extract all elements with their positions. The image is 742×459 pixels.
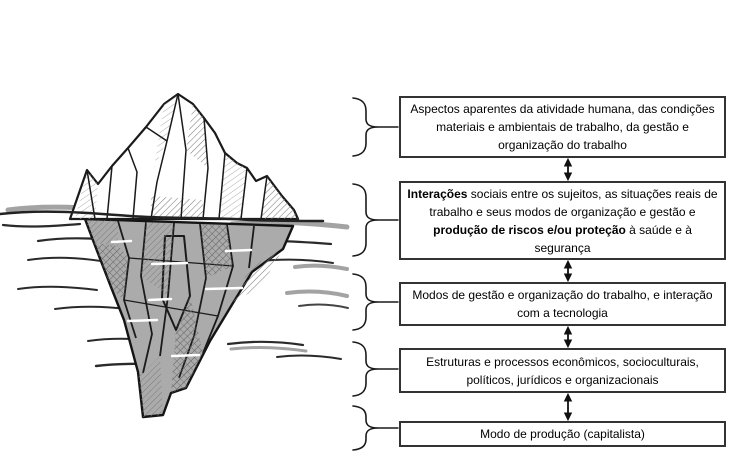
double-arrow	[563, 157, 573, 182]
box-text: Interações sociais entre os sujeitos, as…	[406, 185, 719, 257]
box-modos-de-gestao: Modos de gestão e organização do trabalh…	[399, 282, 726, 326]
box-modo-de-producao: Modo de produção (capitalista)	[399, 421, 726, 447]
text-segment: à saúde e à segurança	[534, 222, 692, 255]
box-interacoes-sociais: Interações sociais entre os sujeitos, as…	[399, 181, 726, 260]
text-segment: sociais entre os sujeitos, as situações …	[429, 186, 718, 219]
braces	[352, 97, 399, 451]
brace-1	[352, 97, 379, 157]
box-text: Aspectos aparentes da atividade humana, …	[410, 102, 715, 152]
brace-5	[352, 405, 379, 451]
brace-connectors	[377, 126, 399, 429]
text-segment-bold: Interações	[407, 186, 468, 201]
brace-2	[352, 183, 379, 257]
double-arrow	[563, 325, 573, 349]
brace-3	[352, 273, 379, 331]
brace-4	[352, 341, 379, 397]
connector-arrows	[563, 157, 573, 422]
double-arrow	[563, 392, 573, 422]
box-aspectos-aparentes: Aspectos aparentes da atividade humana, …	[399, 96, 726, 158]
waterline	[0, 210, 325, 223]
box-text: Modo de produção (capitalista)	[480, 427, 645, 441]
text-segment-bold: produção de riscos e/ou proteção	[433, 222, 626, 237]
iceberg-illustration	[0, 92, 325, 419]
box-text: Estruturas e processos econômicos, socio…	[426, 354, 699, 387]
double-arrow	[563, 259, 573, 283]
box-estruturas-processos: Estruturas e processos econômicos, socio…	[399, 348, 726, 393]
box-text: Modos de gestão e organização do trabalh…	[412, 288, 713, 320]
